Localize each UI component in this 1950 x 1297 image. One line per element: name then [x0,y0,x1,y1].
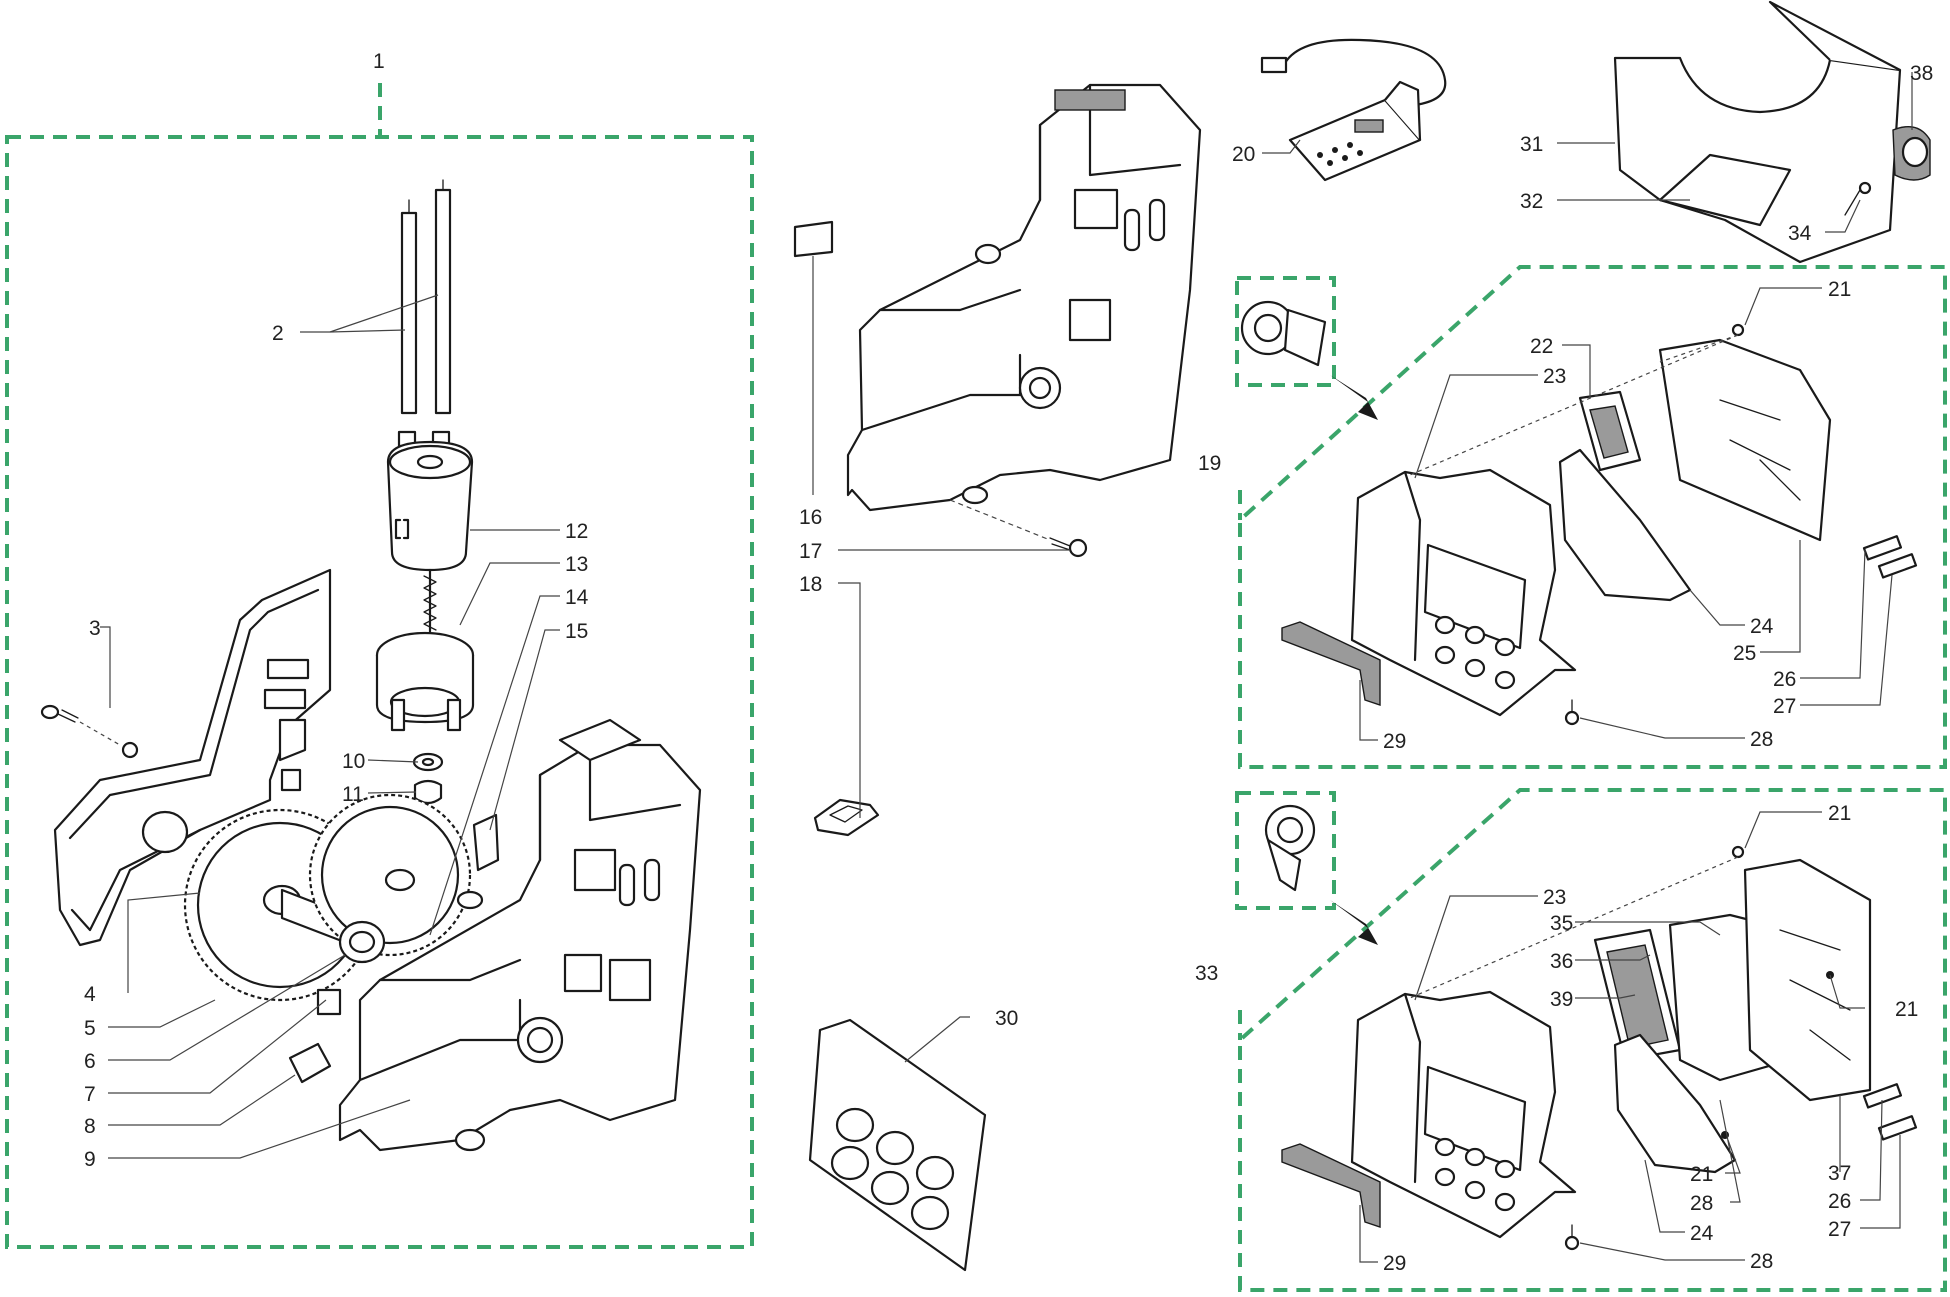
front-panel-b-drawing [1281,990,1577,1239]
callout-10: 10 [342,750,365,773]
center-artwork [793,83,1202,1272]
seal-pad-drawing [813,798,880,837]
fuse-d-drawing [1877,1115,1918,1141]
callout-3: 3 [89,617,101,640]
group-19-inset-border [1235,276,1336,387]
callout-23a: 23 [1543,365,1566,388]
callout-7: 7 [84,1083,96,1106]
motor-drawing [386,440,474,642]
circuit-board-b2-drawing [1743,858,1872,1102]
remote-keypad-drawing [1260,38,1447,182]
front-panel-a-drawing [1281,468,1577,717]
callout-21a: 21 [1828,278,1851,301]
callout-17: 17 [799,540,822,563]
callout-16: 16 [799,506,822,529]
callout-35: 35 [1550,912,1573,935]
callout-32: 32 [1520,190,1543,213]
fuse-b-drawing [1877,553,1918,579]
callout-27a: 27 [1773,695,1796,718]
connector-drawing [793,220,834,258]
callout-labels: 1 2 3 4 5 6 7 8 9 10 11 12 13 14 15 16 1… [84,50,1933,1275]
callout-31: 31 [1520,133,1543,156]
callout-19: 19 [1198,452,1221,475]
callout-26a: 26 [1773,668,1796,691]
callout-26b: 26 [1828,1190,1851,1213]
circuit-board-a-drawing [1658,338,1832,542]
bushing-drawing [413,779,443,805]
gearbox-cover-drawing [53,568,332,947]
upper-housing-drawing [846,83,1202,512]
callout-18: 18 [799,573,822,596]
group-19-artwork [1240,300,1918,726]
callout-27b: 27 [1828,1218,1851,1241]
group-1-artwork [40,179,702,1152]
callout-29a: 29 [1383,730,1406,753]
callout-21c: 21 [1895,998,1918,1021]
callout-25: 25 [1733,642,1756,665]
group-19-inset-drawing [1240,300,1378,420]
callout-33: 33 [1195,962,1218,985]
group-33-inset-drawing [1264,804,1378,945]
keypad-membrane-b-drawing [1613,1033,1737,1174]
screw-long-drawing [949,499,1088,558]
cam-lever-drawing [472,813,500,872]
callout-29b: 29 [1383,1252,1406,1275]
callout-28a: 28 [1750,728,1773,751]
faceplate-drawing [808,1018,987,1272]
top-right-artwork [1260,0,1931,264]
callout-38: 38 [1910,62,1933,85]
callout-30: 30 [995,1007,1018,1030]
callout-12: 12 [565,520,588,543]
callout-37: 37 [1828,1162,1851,1185]
callout-9: 9 [84,1148,96,1171]
callout-5: 5 [84,1017,96,1040]
keypad-membrane-a-drawing [1558,448,1692,602]
callout-39: 39 [1550,988,1573,1011]
leader-lines [100,72,1913,1263]
group-33-border [1238,788,1947,1292]
callout-6: 6 [84,1050,96,1073]
group-19-border [1238,265,1947,769]
callout-1: 1 [373,50,385,73]
callout-36: 36 [1550,950,1573,973]
protective-cover-drawing [1613,0,1931,264]
callout-20: 20 [1232,143,1255,166]
callout-28b: 28 [1690,1192,1713,1215]
callout-21b: 21 [1828,802,1851,825]
rocker-switch-drawing [288,1042,332,1084]
callout-2: 2 [272,322,284,345]
screw-3-drawing [40,704,121,746]
idler-gear-drawing [308,793,472,957]
callout-24b: 24 [1690,1222,1714,1245]
microswitch-drawing [316,988,342,1016]
gearbox-housing-drawing [338,718,702,1152]
group-borders [5,83,1947,1292]
callout-14: 14 [565,586,589,609]
callout-8: 8 [84,1115,96,1138]
callout-22: 22 [1530,335,1553,358]
brushes-drawing [397,179,452,448]
group-33-inset-border [1235,791,1336,910]
callout-21d: 21 [1690,1163,1713,1186]
fuse-a-drawing [1862,535,1903,561]
callout-23b: 23 [1543,886,1566,909]
fuse-c-drawing [1862,1083,1903,1109]
callout-28c: 28 [1750,1250,1773,1273]
callout-4: 4 [84,983,96,1006]
callout-11: 11 [342,783,364,806]
callout-15: 15 [565,620,588,643]
group-33-artwork [1264,804,1918,1251]
callout-34: 34 [1788,222,1812,245]
callout-13: 13 [565,553,588,576]
worm-holder-drawing [375,631,475,732]
callout-24a: 24 [1750,615,1774,638]
